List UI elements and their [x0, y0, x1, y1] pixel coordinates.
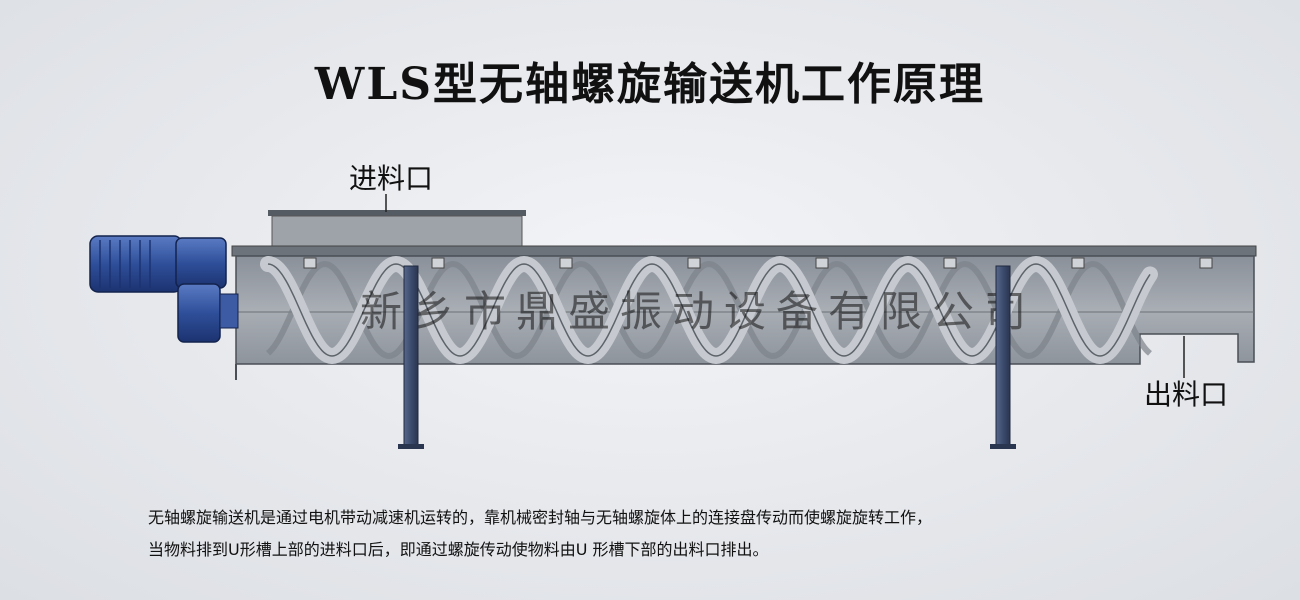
trough-clamps [303, 257, 1213, 269]
description: 无轴螺旋输送机是通过电机带动减速机运转的，靠机械密封轴与无轴螺旋体上的连接盘传动… [148, 502, 1238, 566]
clamp-bracket [431, 257, 445, 269]
clamp-bracket [943, 257, 957, 269]
inlet-hopper [268, 210, 526, 249]
clamp-bracket [815, 257, 829, 269]
clamp-bracket [303, 257, 317, 269]
gear-reducer [175, 237, 227, 289]
clamp-bracket [687, 257, 701, 269]
page-title: WLS型无轴螺旋输送机工作原理 [314, 59, 986, 110]
description-line-1: 无轴螺旋输送机是通过电机带动减速机运转的，靠机械密封轴与无轴螺旋体上的连接盘传动… [148, 508, 933, 527]
description-line-2: 当物料排到U形槽上部的进料口后，即通过螺旋传动使物料由U 形槽下部的出料口排出。 [148, 540, 769, 559]
outlet-label: 出料口 [1144, 378, 1228, 411]
clamp-bracket [559, 257, 573, 269]
clamp-bracket [1071, 257, 1085, 269]
clamp-bracket [1199, 257, 1213, 269]
motor [89, 235, 183, 293]
support-legs [398, 265, 1016, 449]
drive-unit [89, 235, 239, 343]
inlet-label: 进料口 [349, 162, 433, 195]
company-watermark: 新乡市鼎盛振动设备有限公司 [360, 287, 1036, 336]
